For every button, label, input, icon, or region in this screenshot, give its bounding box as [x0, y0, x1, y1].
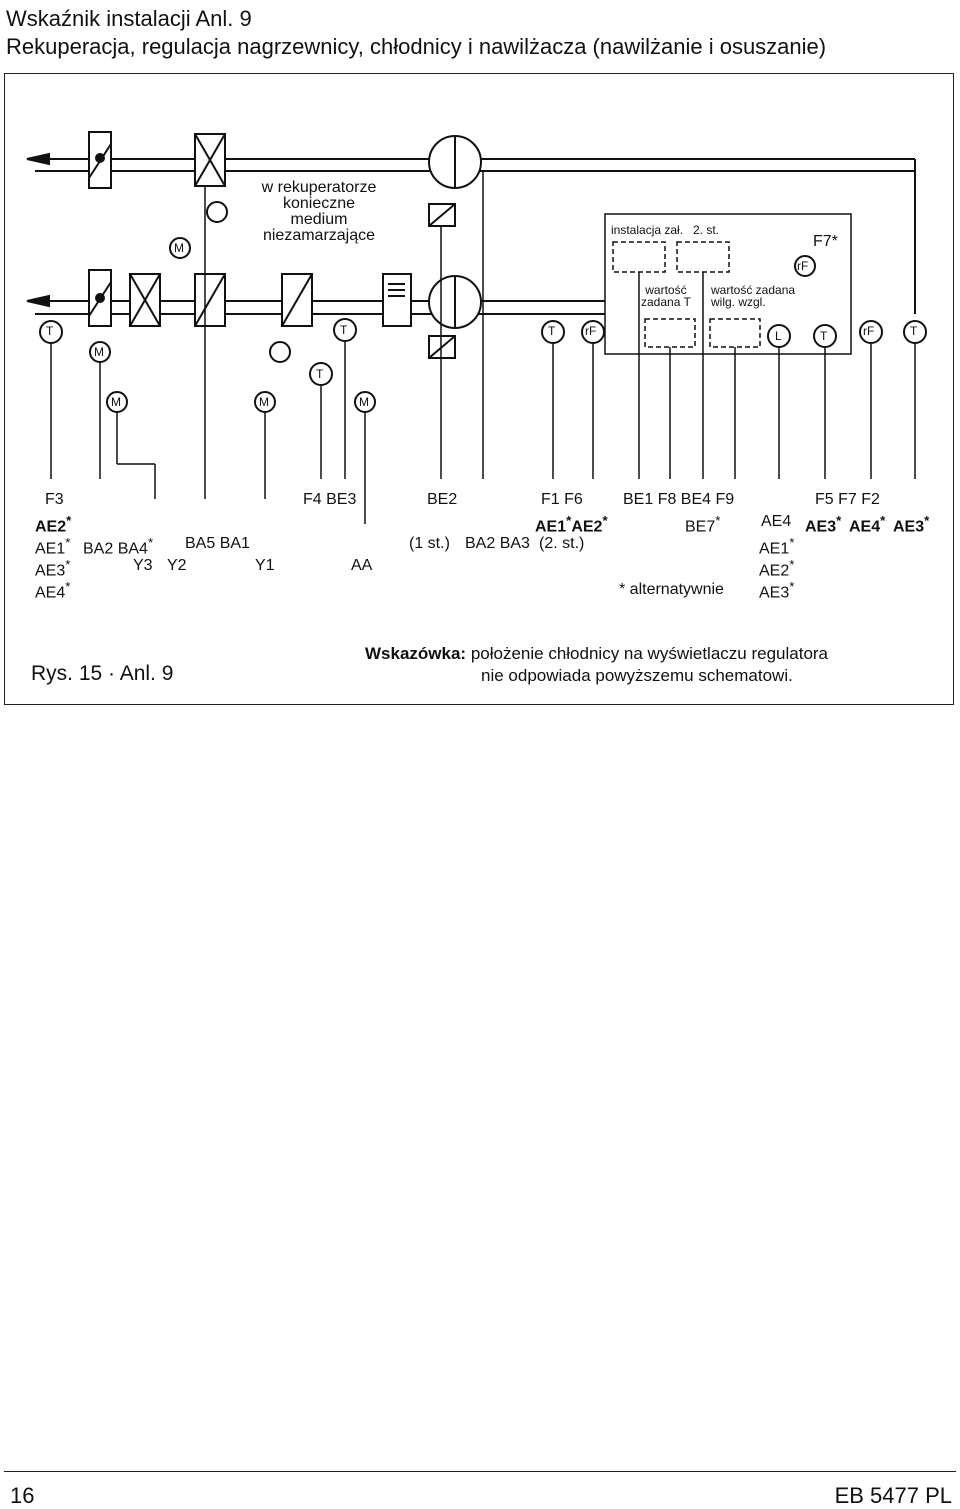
terminal-be2: BE2 — [427, 491, 458, 508]
t-label-controller: T — [820, 329, 828, 343]
heater-pump — [269, 341, 291, 363]
hint-line-1: Wskazówka: położenie chłodnicy na wyświe… — [365, 644, 829, 663]
motor-m-recuperator — [169, 237, 191, 259]
sensor-rf-letter: rF — [863, 324, 875, 338]
terminal-ae2c: AE2* — [759, 557, 795, 580]
signal-wires — [50, 171, 916, 524]
figure-caption: Rys. 15 · Anl. 9 — [31, 662, 174, 685]
rf-label-controller: rF — [797, 259, 809, 273]
sensor-m-letter: M — [94, 345, 104, 359]
note-line: w rekuperatorze — [261, 179, 377, 196]
note-line: medium — [290, 211, 348, 228]
note-line: niezamarzające — [262, 227, 376, 244]
controller-title: instalacja zał. — [611, 223, 684, 237]
recuperator-note: w rekuperatorze konieczne medium niezama… — [261, 180, 377, 244]
terminal-ae1: AE1* — [35, 535, 71, 558]
terminal-ba5-ba1: BA5 BA1 — [185, 535, 250, 552]
terminal-ba2-ba4: BA2 BA4* — [83, 535, 154, 558]
sensor-t-controller — [813, 324, 837, 348]
setpoint-rh-box — [709, 318, 761, 348]
page-number: 16 — [10, 1483, 35, 1508]
sensor-rf-supply — [581, 320, 605, 344]
terminal-ae4c: AE4* — [849, 513, 886, 536]
sensor-t-letter: T — [910, 324, 918, 338]
controller-stage: 2. st. — [693, 223, 720, 237]
l-label: L — [775, 329, 782, 343]
alternative-note: * alternatywnie — [619, 581, 724, 598]
terminal-ae3b: AE3* — [805, 513, 842, 536]
terminal-ae2: AE2* — [35, 513, 72, 536]
sensor-t-frost — [309, 362, 333, 386]
terminal-y1: Y1 — [255, 557, 275, 574]
airflow-arrow-lower — [26, 294, 50, 308]
terminal-ae1-ae2: AE1*AE2* — [535, 513, 608, 536]
sensor-t-supply — [541, 320, 565, 344]
sensor-t-letter: T — [316, 367, 324, 381]
terminal-f3: F3 — [45, 491, 64, 508]
terminal-f5-f7-f2: F5 F7 F2 — [815, 491, 880, 508]
sensor-l-controller — [767, 324, 791, 348]
setpoint-t-line: wartość — [645, 283, 687, 297]
terminal-ae3: AE3* — [35, 557, 71, 580]
humidifier-box — [382, 273, 412, 327]
setpoint-rh-line: wilg. wzgl. — [711, 295, 766, 309]
terminal-ba2-ba3: BA2 BA3 — [465, 535, 530, 552]
recuperator-pump — [206, 201, 228, 223]
f7-label: F7* — [813, 233, 838, 250]
document-code: EB 5477 PL — [834, 1483, 952, 1508]
setpoint-rh-line: wartość zadana — [711, 283, 796, 297]
motor-m-letter: M — [111, 395, 121, 409]
terminal-aa: AA — [351, 557, 373, 574]
sensor-t-letter: T — [46, 324, 54, 338]
terminal-be7: BE7* — [685, 513, 721, 536]
plant-schematic — [26, 131, 927, 524]
setpoint-t-box — [644, 318, 696, 348]
sensor-rf-f7 — [794, 255, 816, 277]
terminal-ae3c: AE3* — [759, 579, 795, 602]
setpoint-rh-label: wartość zadana wilg. wzgl. — [711, 284, 795, 308]
sensor-rf-controller — [859, 320, 883, 344]
setpoint-t-label: wartość zadana T — [641, 284, 691, 308]
motor-m-letter: M — [174, 241, 184, 255]
motor-m-letter: M — [259, 395, 269, 409]
terminal-be1-f8-be4-f9: BE1 F8 BE4 F9 — [623, 491, 735, 508]
terminal-y2: Y2 — [167, 557, 187, 574]
sensor-t-letter: T — [548, 324, 556, 338]
setpoint-t-line: zadana T — [641, 295, 691, 309]
hint-line-2: nie odpowiada powyższemu schematowi. — [481, 666, 793, 685]
sensor-t-after-recup — [333, 318, 357, 342]
note-line: konieczne — [282, 195, 356, 212]
terminal-f4-be3: F4 BE3 — [303, 491, 357, 508]
terminal-stage-1: (1 st.) — [409, 535, 450, 552]
footer-divider — [4, 1471, 956, 1472]
motor-m-letter: M — [359, 395, 369, 409]
airflow-arrow-upper — [26, 152, 50, 166]
terminal-ae3d: AE3* — [893, 513, 930, 536]
sensor-t-room — [903, 320, 927, 344]
controller-box — [604, 213, 852, 355]
terminal-ae4b: AE4 — [761, 513, 792, 530]
terminal-stage-2: (2. st.) — [539, 535, 585, 552]
terminal-ae1c: AE1* — [759, 535, 795, 558]
heading-line-2: Rekuperacja, regulacja nagrzewnicy, chło… — [6, 34, 827, 59]
heading-line-1: Wskaźnik instalacji Anl. 9 — [6, 6, 252, 31]
sensor-rf-letter: rF — [585, 324, 597, 338]
sensor-t-outdoor — [39, 320, 63, 344]
terminal-y3: Y3 — [133, 557, 153, 574]
sensor-t-letter: T — [340, 323, 348, 337]
terminal-ae4: AE4* — [35, 579, 71, 602]
terminal-f1-f6: F1 F6 — [541, 491, 583, 508]
diagram-frame: w rekuperatorze konieczne medium niezama… — [4, 73, 954, 705]
